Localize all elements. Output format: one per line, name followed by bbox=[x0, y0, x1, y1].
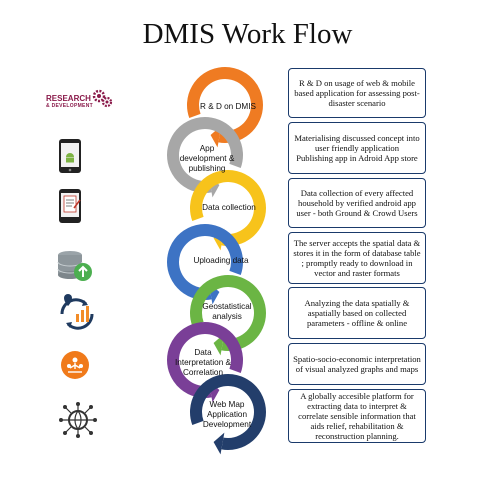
description-webmap: A globally accesible platform for extrac… bbox=[298, 391, 416, 441]
step-label-uploading: Uploading data bbox=[193, 256, 249, 265]
step-label-interpretation: Data Interpretation & Correlation bbox=[175, 348, 231, 377]
arc-step-1 bbox=[187, 67, 263, 143]
database-upload-icon bbox=[57, 251, 92, 281]
description-box-interpretation: Spatio-socio-economic interpretation of … bbox=[288, 343, 426, 385]
arc-step-3 bbox=[190, 170, 266, 246]
survey-phone-icon bbox=[59, 189, 81, 223]
arc-step-7 bbox=[190, 374, 266, 450]
description-app-dev: Materialising discussed concept into use… bbox=[294, 133, 420, 163]
android-phone-icon bbox=[59, 139, 81, 173]
step-label-rnd: R & D on DMIS bbox=[200, 102, 256, 111]
description-box-geostat: Analyzing the data spatially & aspatiall… bbox=[288, 287, 426, 339]
step-label-webmap: Web Map Application Development bbox=[202, 400, 252, 429]
people-network-icon bbox=[61, 351, 89, 379]
description-data-collection: Data collection of every affected househ… bbox=[296, 188, 418, 218]
description-box-rnd: R & D on usage of web & mobile based app… bbox=[288, 68, 426, 118]
arc-step-4 bbox=[167, 224, 243, 300]
research-development-logo: RESEARCH & DEVELOPMENT bbox=[46, 94, 93, 109]
description-box-webmap: A globally accesible platform for extrac… bbox=[288, 389, 426, 443]
page-title: DMIS Work Flow bbox=[142, 18, 353, 50]
globe-network-icon bbox=[59, 402, 97, 438]
arc-step-5 bbox=[190, 275, 266, 351]
description-box-uploading: The server accepts the spatial data & st… bbox=[288, 232, 426, 284]
geo-analysis-icon bbox=[60, 294, 94, 330]
description-box-app-dev: Materialising discussed concept into use… bbox=[288, 122, 426, 174]
description-rnd: R & D on usage of web & mobile based app… bbox=[294, 78, 420, 108]
arrowhead-step-7 bbox=[213, 432, 225, 455]
step-label-data-collection: Data collection bbox=[202, 203, 256, 212]
arc-step-6 bbox=[167, 322, 243, 398]
description-box-data-collection: Data collection of every affected househ… bbox=[288, 178, 426, 228]
description-interpretation: Spatio-socio-economic interpretation of … bbox=[293, 354, 421, 374]
step-label-geostat: Geostatistical analysis bbox=[202, 302, 252, 321]
description-uploading: The server accepts the spatial data & st… bbox=[293, 238, 421, 278]
gears-icon bbox=[92, 89, 113, 108]
arc-step-2 bbox=[167, 117, 243, 193]
step-label-app-dev: App development & publishing bbox=[179, 144, 235, 173]
description-geostat: Analyzing the data spatially & aspatiall… bbox=[304, 298, 410, 328]
